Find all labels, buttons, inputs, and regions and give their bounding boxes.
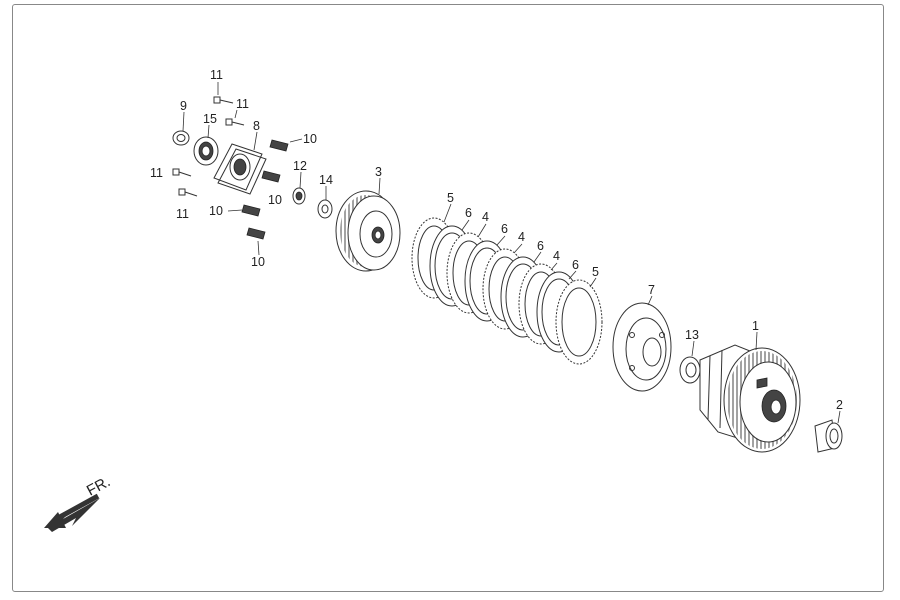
part-14-washer <box>317 186 333 219</box>
part-2-collar <box>814 410 843 453</box>
label-10d: 10 <box>251 255 265 269</box>
front-direction-arrow-icon <box>44 493 100 532</box>
label-9: 9 <box>180 99 187 113</box>
part-labels: 1 2 3 4 4 4 5 5 6 6 6 6 7 8 9 10 10 10 1… <box>84 68 843 500</box>
part-10-spring-c <box>227 204 261 217</box>
label-4c: 4 <box>553 249 560 263</box>
part-10-spring-d <box>246 227 266 256</box>
label-6c: 6 <box>537 239 544 253</box>
label-1: 1 <box>752 319 759 333</box>
label-10a: 10 <box>303 132 317 146</box>
part-13-thrust-washer <box>679 340 701 384</box>
diagram-frame <box>12 4 884 592</box>
label-4a: 4 <box>482 210 489 224</box>
label-10b: 10 <box>268 193 282 207</box>
part-11-bolt-left <box>172 168 192 177</box>
label-6d: 6 <box>572 258 579 272</box>
part-7-pressure-plate <box>612 295 672 392</box>
label-2: 2 <box>836 398 843 412</box>
label-14: 14 <box>319 173 333 187</box>
part-12-nut <box>292 171 306 205</box>
part-10-spring-b <box>261 170 281 183</box>
part-11-bolt-top <box>213 82 234 104</box>
part-15-bearing <box>193 124 219 166</box>
label-11c: 11 <box>150 166 163 180</box>
clutch-plate-stack <box>411 203 603 365</box>
label-4b: 4 <box>518 230 525 244</box>
label-10c: 10 <box>209 204 223 218</box>
label-8: 8 <box>253 119 260 133</box>
part-8-lifter-plate <box>213 131 267 195</box>
label-11d: 11 <box>176 207 189 221</box>
part-3-clutch-center <box>335 177 401 272</box>
label-6a: 6 <box>465 206 472 220</box>
front-label: FR. <box>84 473 113 499</box>
label-11b: 11 <box>236 97 249 111</box>
label-5a: 5 <box>447 191 454 205</box>
part-11-bolt-mid <box>225 109 245 126</box>
part-1-clutch-outer <box>699 331 801 453</box>
part-11-bolt-bottom <box>178 188 198 197</box>
label-15: 15 <box>203 112 217 126</box>
label-3: 3 <box>375 165 382 179</box>
label-13: 13 <box>685 328 699 342</box>
part-5-friction-disc-b <box>555 279 603 365</box>
label-5b: 5 <box>592 265 599 279</box>
label-7: 7 <box>648 283 655 297</box>
part-9-snap-ring <box>172 111 190 146</box>
part-10-spring-a <box>269 138 303 152</box>
label-12: 12 <box>293 159 307 173</box>
label-11a: 11 <box>210 68 223 82</box>
label-6b: 6 <box>501 222 508 236</box>
